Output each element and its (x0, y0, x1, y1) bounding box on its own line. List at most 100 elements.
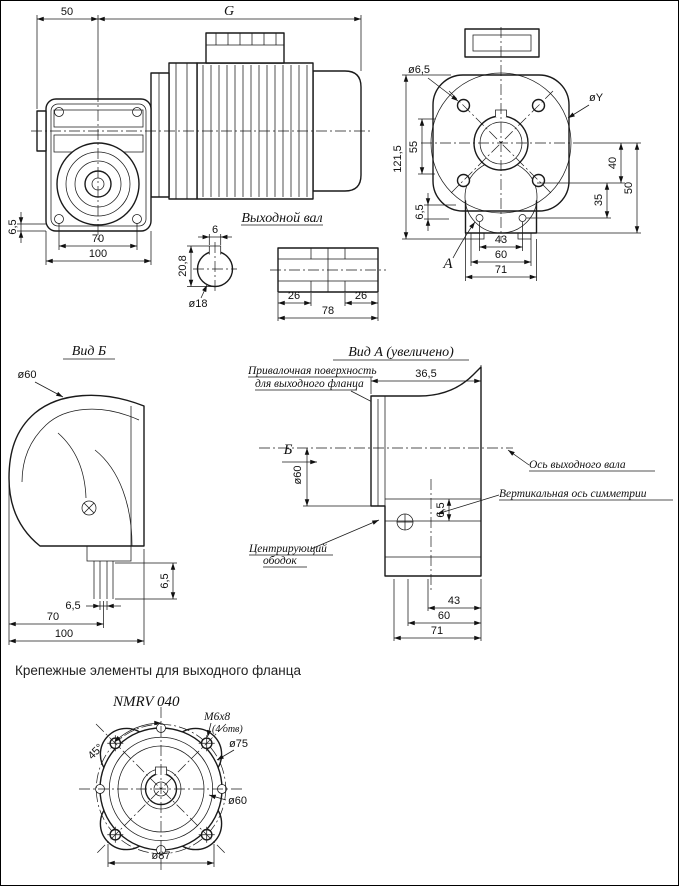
dim-6-5-h: 6,5 (65, 600, 80, 612)
dim-50: 50 (623, 182, 635, 194)
dim-6-5: 6,5 (7, 219, 19, 234)
view-b: Вид Б ø60 6,5 6,5 70 100 (8, 344, 177, 645)
callout-underlines (248, 376, 373, 391)
dim-m6x8: М6х8 (203, 711, 230, 723)
dim-6-5: 6,5 (435, 502, 447, 517)
dim-35: 35 (593, 194, 605, 206)
callout-underlines (249, 554, 333, 568)
dim-71: 71 (495, 264, 507, 276)
terminal-box-end (464, 28, 540, 58)
dim-121-5: 121,5 (392, 145, 404, 173)
dim-43: 43 (448, 595, 460, 607)
dim-d6-5: ø6,5 (408, 64, 430, 76)
terminal-box-lid (205, 32, 285, 46)
extension-lines (187, 234, 222, 287)
corner-lug (132, 107, 142, 117)
shaft-centerlines (193, 242, 237, 293)
label-view-b-arrow: Б (283, 442, 293, 458)
label-view-a-arrow: А (442, 256, 453, 272)
extension-lines (277, 293, 379, 321)
callout-rim-line2: ободок (263, 555, 297, 567)
dim-43: 43 (495, 234, 507, 246)
dim-arc-45 (114, 720, 162, 743)
foot-legs (93, 561, 114, 599)
terminal-box (205, 32, 285, 64)
dim-holes-note: (4 отв) (212, 724, 243, 735)
bolt-circle (81, 500, 97, 516)
view-b-outline (8, 394, 145, 547)
shaft-view-title: Выходной вал (241, 211, 322, 226)
leader-d18 (200, 284, 208, 299)
terminal-box-end-hatch (472, 34, 532, 52)
assembly-end-view: ø6,5 øY 121,5 55 6,5 40 35 50 43 60 71 А (392, 27, 641, 281)
leader-view-a (452, 221, 476, 259)
dim-d60: ø60 (292, 466, 304, 485)
fastener-section: Крепежные элементы для выходного фланца … (15, 663, 301, 871)
dim-100: 100 (55, 628, 73, 640)
dim-60: 60 (438, 610, 450, 622)
leader-d60 (208, 794, 227, 801)
foot-hole (518, 214, 527, 222)
leader-dy (567, 104, 590, 119)
dim-dy: øY (589, 92, 604, 104)
extension-lines (303, 365, 482, 641)
dim-g: G (224, 4, 234, 19)
foot-hole (475, 214, 484, 222)
dim-d60: ø60 (228, 795, 247, 807)
body-steps (385, 498, 481, 558)
terminal-box-lid-lines (215, 33, 277, 45)
callout-axis-symmetry: Вертикальная ось симметрии (499, 488, 647, 500)
dim-78: 78 (322, 305, 334, 317)
casting-arcs (21, 408, 140, 547)
leader-m6 (206, 722, 212, 738)
section-title: Крепежные элементы для выходного фланца (15, 663, 301, 678)
dim-6-5: 6,5 (414, 204, 426, 219)
extension-lines (402, 74, 641, 281)
end-view-centerlines (421, 27, 581, 241)
bolt-cross (397, 514, 413, 530)
dim-d87: ø87 (152, 850, 171, 862)
assembly-side-view: 50 G 6,5 70 100 (7, 4, 373, 265)
dim-55: 55 (408, 141, 420, 153)
leader-rim (310, 519, 380, 550)
dim-d75: ø75 (229, 738, 248, 750)
corner-lug (54, 107, 64, 117)
dim-70: 70 (92, 233, 104, 245)
callout-surface-line2: для выходного фланца (255, 378, 364, 390)
dim-26-right: 26 (355, 290, 367, 302)
model-label: NMRV 040 (112, 694, 180, 710)
leader-axis-shaft (507, 449, 530, 466)
shaft-grooves (310, 248, 346, 292)
dim-71: 71 (431, 625, 443, 637)
flange-centerlines (79, 707, 243, 871)
leader-d60 (34, 381, 64, 398)
callout-axis-shaft: Ось выходного вала (529, 459, 626, 471)
dim-70: 70 (47, 611, 59, 623)
callout-rim-line1: Центрирующий (248, 542, 327, 555)
foot-right (517, 232, 532, 240)
leader-d75 (216, 749, 235, 761)
extension-lines (17, 15, 362, 265)
foot-left (470, 232, 485, 240)
dim-36-5: 36,5 (415, 368, 436, 380)
dim-60: 60 (495, 249, 507, 261)
bolt-cross (83, 502, 95, 514)
view-a-outline (370, 366, 482, 577)
leader-d6-5 (427, 77, 459, 102)
dim-40: 40 (607, 157, 619, 169)
bolt-pitch-circle (95, 723, 227, 855)
view-a: Вид А (увеличено) Привалочная поверхност… (247, 345, 673, 641)
dim-d60: ø60 (18, 369, 37, 381)
dim-6: 6 (212, 224, 218, 236)
dim-50: 50 (61, 6, 73, 18)
view-a-title: Вид А (увеличено) (348, 345, 454, 360)
dim-6-5-v: 6,5 (159, 573, 171, 588)
output-shaft-view: Выходной вал 6 20,8 ø18 26 26 78 (177, 211, 386, 321)
worm-hatch-top (53, 109, 144, 128)
gearbox-body-inner (50, 103, 147, 227)
dim-100: 100 (89, 248, 107, 260)
view-b-title: Вид Б (72, 344, 106, 359)
adapter-flange (150, 72, 170, 198)
